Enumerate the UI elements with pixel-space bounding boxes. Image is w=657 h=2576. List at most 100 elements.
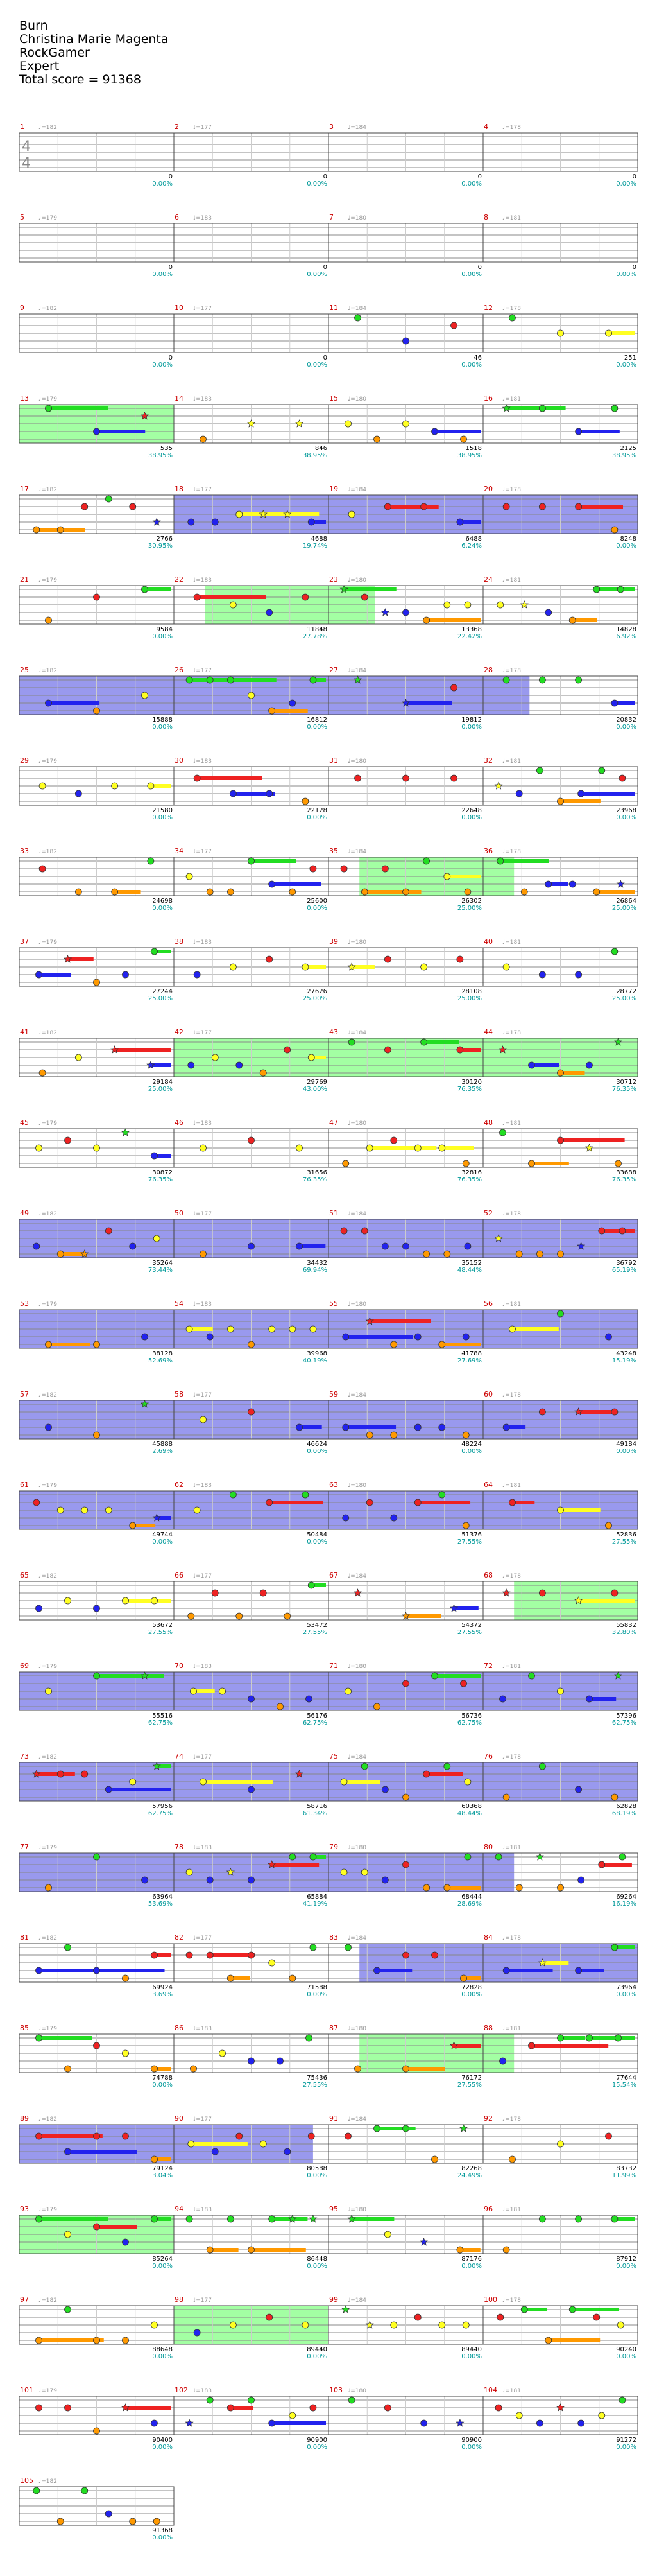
note-gem	[515, 2412, 523, 2419]
note-gem	[200, 1416, 207, 1423]
measure-score: 26302	[461, 898, 482, 905]
measure-percent: 25.00%	[457, 995, 482, 1002]
note-gem	[384, 503, 391, 510]
measure-percent: 76.35%	[612, 1176, 636, 1183]
tempo-label: ♩=180	[348, 2388, 366, 2394]
note-gem	[538, 1589, 546, 1597]
note-gem	[226, 888, 234, 896]
measure-score: 87912	[616, 2256, 636, 2263]
note-gem	[147, 857, 155, 865]
note-gem	[206, 1333, 214, 1341]
note-gem	[611, 1793, 619, 1801]
measure-number: 96	[484, 2205, 493, 2213]
tempo-label: ♩=184	[348, 1030, 366, 1036]
note-gem	[307, 1054, 315, 1061]
note-gem	[185, 2215, 193, 2223]
measure-box	[482, 1219, 638, 1258]
tempo-label: ♩=181	[502, 1664, 521, 1670]
note-gem	[289, 2412, 296, 2419]
measure-percent: 0.00%	[152, 2353, 173, 2360]
note-gem	[302, 593, 309, 601]
tempo-label: ♩=179	[38, 1120, 57, 1127]
measure-box	[482, 1671, 638, 1711]
note-gem	[402, 2125, 409, 2132]
tempo-label: ♩=180	[348, 758, 366, 765]
note-gem	[235, 1061, 243, 1069]
measure-percent: 6.24%	[461, 543, 482, 550]
star-note	[32, 1770, 41, 1778]
note-gem	[248, 857, 255, 865]
measure-score: 29184	[152, 1079, 173, 1086]
tempo-label: ♩=180	[348, 1664, 366, 1670]
measure-number: 52	[484, 1209, 493, 1217]
measure-score: 30872	[152, 1169, 173, 1176]
tempo-label: ♩=182	[38, 1935, 57, 1942]
star-note	[584, 1144, 594, 1152]
tempo-label: ♩=179	[38, 1664, 57, 1670]
measure-box	[482, 1762, 638, 1802]
measure-number: 36	[484, 847, 493, 855]
note-gem	[35, 1144, 42, 1152]
star-note	[80, 1249, 89, 1258]
measure-percent: 25.00%	[612, 995, 636, 1002]
note-gem	[575, 971, 583, 979]
measure-percent: 25.00%	[148, 1086, 173, 1093]
note-gem	[605, 2132, 612, 2140]
note-gem	[443, 601, 451, 609]
star-note	[226, 1868, 235, 1876]
tempo-label: ♩=183	[193, 577, 212, 584]
star-note	[309, 2215, 318, 2223]
note-gem	[226, 1325, 234, 1333]
note-gem	[464, 1778, 472, 1786]
measure-score: 14828	[616, 626, 636, 633]
note-gem	[462, 1431, 470, 1439]
note-gem	[105, 495, 112, 503]
measure-percent: 3.04%	[152, 2172, 173, 2179]
measure-number: 6	[175, 213, 179, 222]
note-gem	[423, 1884, 431, 1892]
measure-percent: 38.95%	[612, 452, 636, 459]
measure-number: 85	[20, 2024, 29, 2032]
note-gem	[575, 428, 583, 435]
measure-percent: 0.00%	[461, 724, 482, 731]
star-note	[268, 1860, 277, 1868]
measure-number: 76	[484, 1752, 493, 1761]
star-note	[347, 2215, 356, 2223]
tempo-label: ♩=181	[502, 2207, 521, 2213]
tempo-label: ♩=183	[193, 2026, 212, 2032]
measure-score: 27244	[152, 988, 173, 995]
note-gem	[538, 1408, 546, 1416]
measure-number: 47	[329, 1118, 338, 1127]
measure-box	[482, 313, 638, 353]
measure-number: 44	[484, 1028, 493, 1036]
note-gem	[248, 1408, 255, 1416]
measure-number: 64	[484, 1481, 493, 1489]
star-note	[353, 1588, 363, 1597]
note-gem	[200, 1778, 207, 1786]
note-gem	[586, 1061, 593, 1069]
measure-score: 0	[323, 354, 327, 361]
measure-number: 5	[20, 213, 24, 222]
note-gem	[557, 1687, 564, 1695]
tempo-label: ♩=178	[502, 2297, 521, 2304]
tempo-label: ♩=179	[38, 758, 57, 765]
note-gem	[340, 1778, 348, 1786]
note-gem	[557, 797, 564, 805]
star-note	[577, 1242, 586, 1250]
measure-score: 69264	[616, 1893, 636, 1901]
note-gem	[64, 1597, 71, 1605]
measure-percent: 0.00%	[616, 2263, 636, 2270]
measure-score: 86448	[307, 2256, 327, 2263]
measure-score: 0	[633, 173, 636, 180]
note-gem	[575, 2215, 583, 2223]
tempo-label: ♩=183	[193, 1301, 212, 1308]
measure-number: 66	[175, 1571, 183, 1580]
note-gem	[497, 2313, 504, 2321]
note-gem	[33, 2487, 40, 2494]
note-gem	[289, 1853, 296, 1861]
note-gem	[340, 1227, 348, 1235]
note-gem	[307, 1581, 315, 1589]
tempo-label: ♩=179	[38, 1483, 57, 1489]
note-gem	[129, 2518, 137, 2525]
measure-score: 89440	[461, 2346, 482, 2353]
